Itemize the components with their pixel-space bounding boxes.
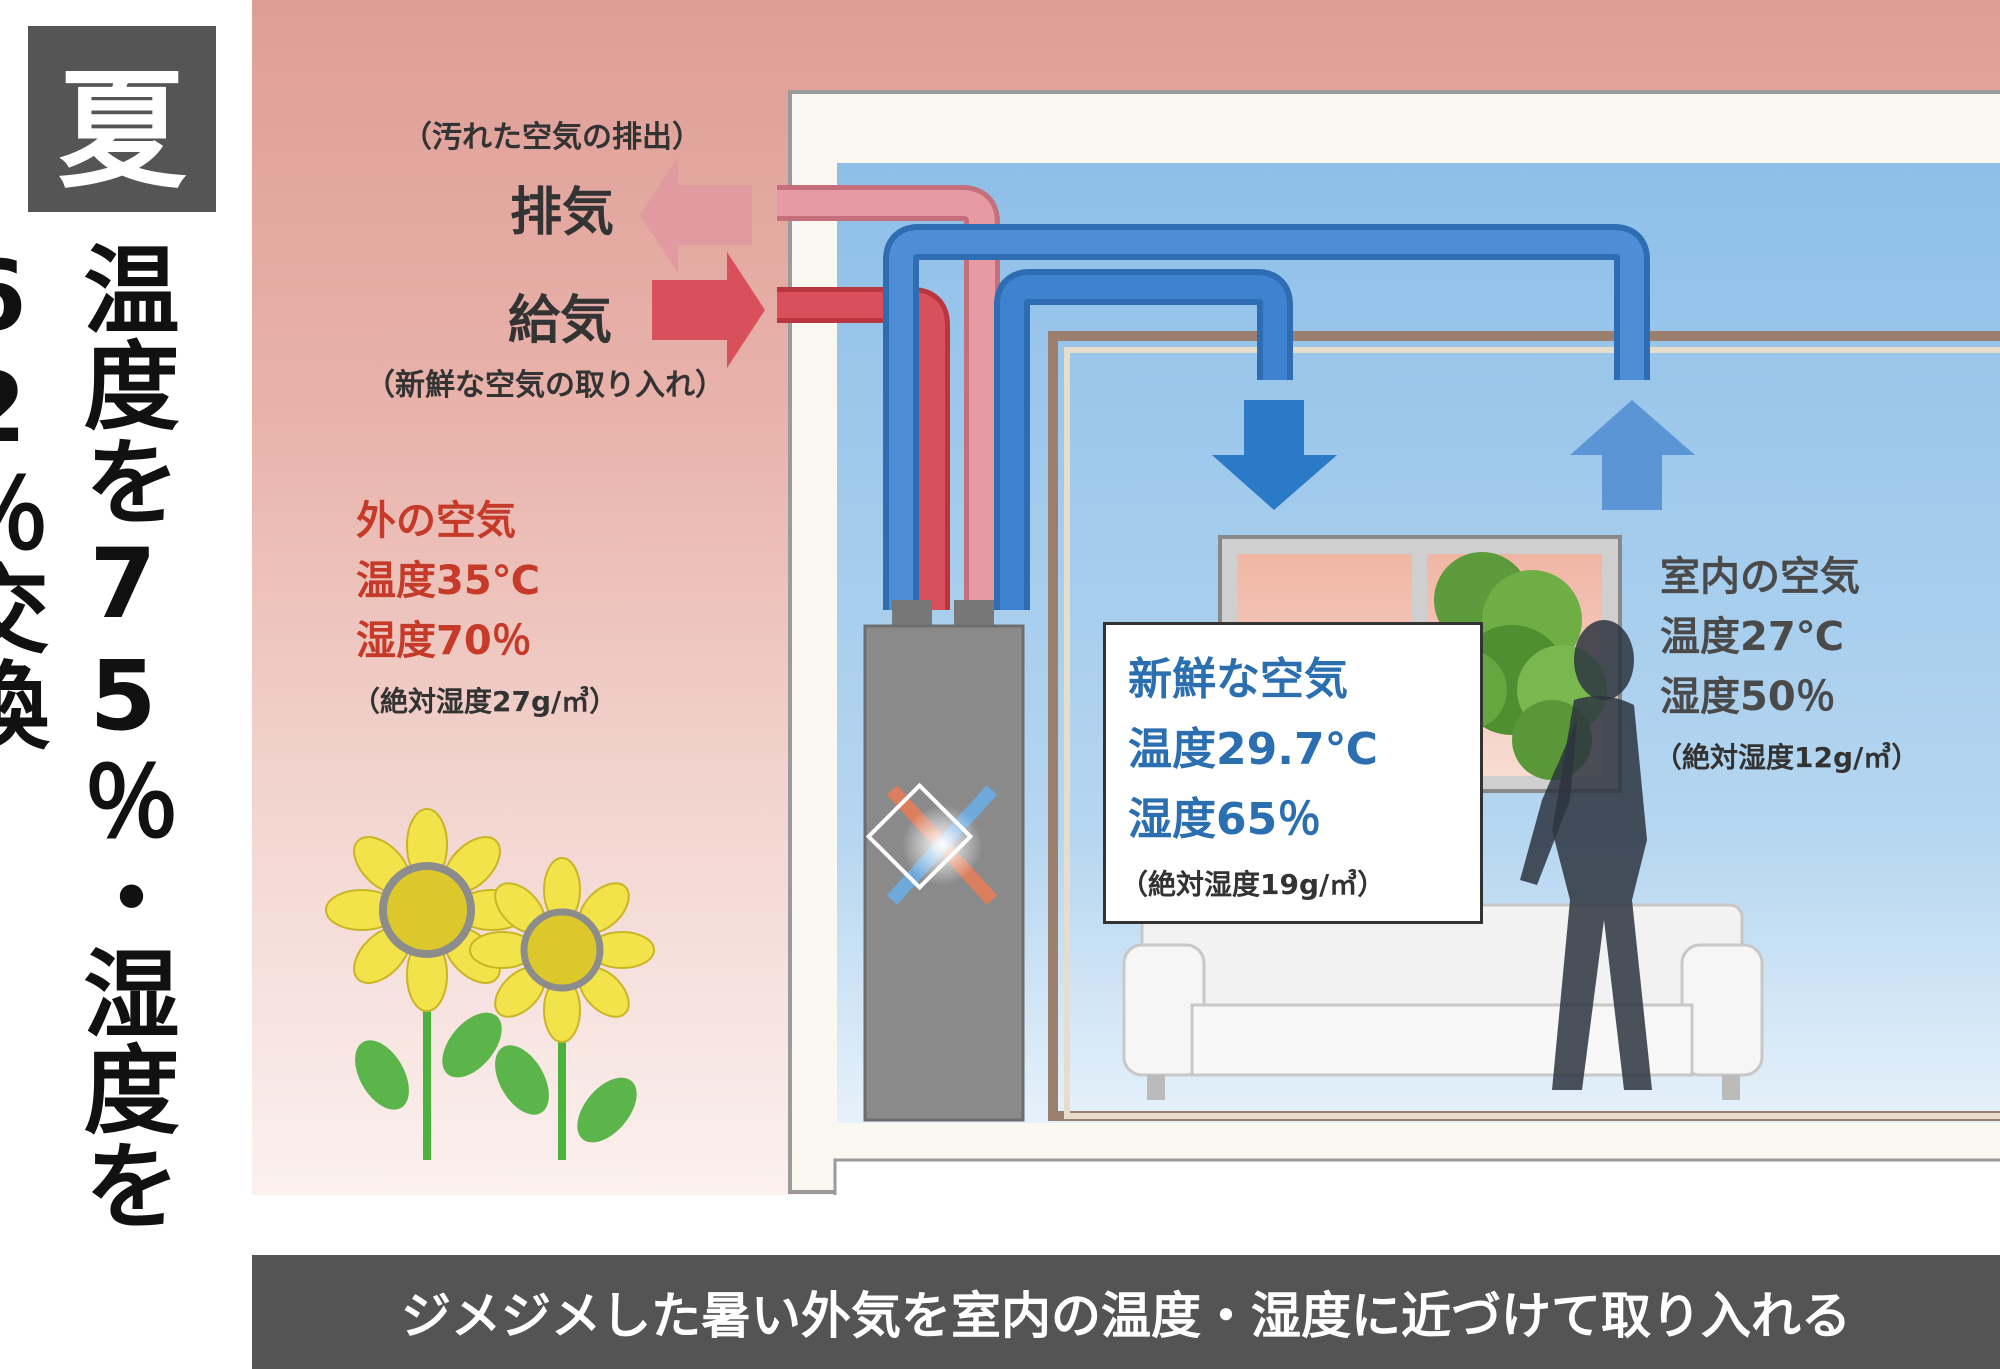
indoor-absolute: （絶対湿度12g/㎥） xyxy=(1654,741,1920,774)
fresh-humidity: 湿度65％ xyxy=(1128,794,1322,845)
heat-exchanger-unit xyxy=(863,600,1025,1122)
ventilation-diagram: （汚れた空気の排出） 排気 給気 （新鮮な空気の取り入れ） 外の空気 温度35℃… xyxy=(252,0,2000,1195)
fresh-temp: 温度29.7℃ xyxy=(1128,724,1378,775)
caption-text: ジメジメした暑い外気を室内の温度・湿度に近づけて取り入れる xyxy=(401,1287,1851,1345)
outdoor-humidity: 湿度70％ xyxy=(356,618,532,664)
indoor-title: 室内の空気 xyxy=(1660,554,1860,600)
person-silhouette xyxy=(1520,620,1652,1090)
fresh-air-box: 新鮮な空気 温度29.7℃ 湿度65％ （絶対湿度19g/㎥） xyxy=(1103,622,1483,924)
room-frame xyxy=(1048,331,2000,1121)
season-label: 夏 xyxy=(57,56,186,206)
exhaust-note: （汚れた空気の排出） xyxy=(402,120,702,155)
vertical-headline: 温度を75％・湿度を62％交換 xyxy=(0,240,179,1232)
exhaust-label: 排気 xyxy=(510,183,615,243)
outdoor-title: 外の空気 xyxy=(356,498,516,544)
outdoor-temp: 温度35℃ xyxy=(356,558,541,604)
supply-down-arrow-icon xyxy=(1212,400,1337,510)
supply-note: （新鮮な空気の取り入れ） xyxy=(365,368,725,403)
sofa-icon xyxy=(1122,903,1764,1100)
sunflower-icon xyxy=(325,808,655,1160)
season-badge: 夏 xyxy=(28,26,216,212)
outdoor-absolute: （絶対湿度27g/㎥） xyxy=(352,685,618,718)
exhaust-up-arrow-icon xyxy=(1570,400,1695,510)
supply-label: 給気 xyxy=(508,291,613,351)
exhaust-arrow-icon xyxy=(640,157,752,273)
fresh-title: 新鮮な空気 xyxy=(1128,654,1348,705)
fresh-absolute: （絶対湿度19g/㎥） xyxy=(1120,868,1386,901)
indoor-humidity: 湿度50％ xyxy=(1660,674,1836,720)
indoor-temp: 温度27℃ xyxy=(1660,614,1845,660)
caption-bar: ジメジメした暑い外気を室内の温度・湿度に近づけて取り入れる xyxy=(252,1255,2000,1369)
indoor-ducts xyxy=(883,224,1650,610)
supply-arrow-icon xyxy=(652,252,765,368)
